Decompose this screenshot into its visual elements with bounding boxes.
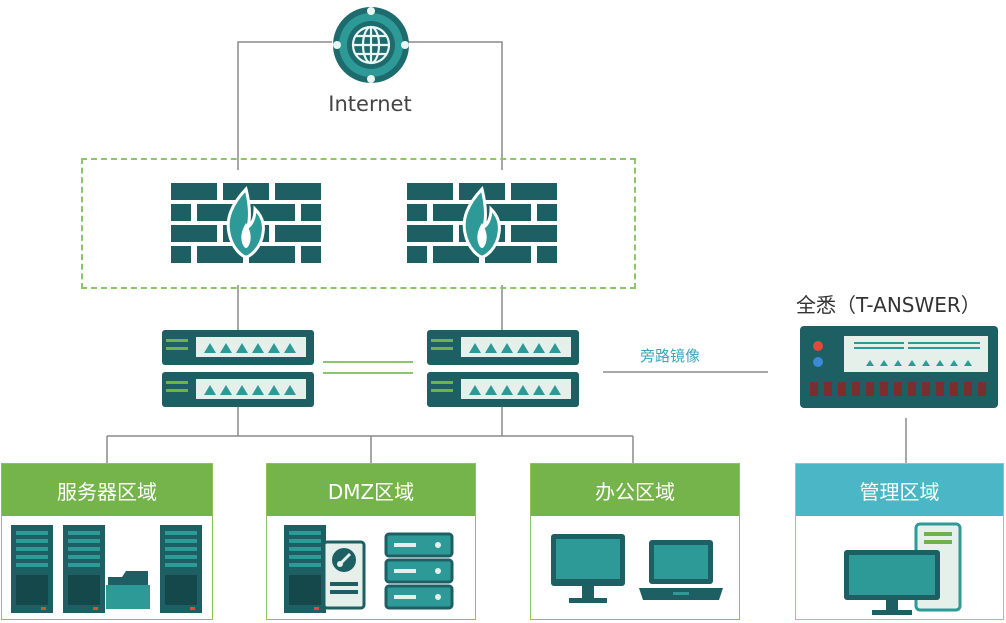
switch-stack-icon [162, 330, 314, 407]
switch-stack-icon [427, 330, 579, 407]
firewall-icon [171, 183, 321, 263]
mirror-link-label: 旁路镜像 [640, 347, 701, 365]
secure-server-icon [284, 525, 454, 613]
management-pc-icon [844, 522, 962, 615]
zone-management-title: 管理区域 [796, 464, 1003, 516]
zone-office-title: 办公区域 [531, 464, 739, 516]
firewall-icon [407, 183, 557, 263]
zone-office: 办公区域 [530, 463, 740, 620]
globe-icon [333, 7, 409, 83]
firewall-group [81, 158, 636, 289]
internet-label: Internet [328, 92, 412, 116]
zone-dmz-title: DMZ区域 [267, 464, 475, 516]
zone-management: 管理区域 [795, 463, 1004, 620]
zone-server-title: 服务器区域 [2, 464, 212, 516]
server-rack-icon [11, 525, 202, 613]
zone-dmz: DMZ区域 [266, 463, 476, 620]
zone-server: 服务器区域 [1, 463, 213, 620]
desktop-laptop-icon [551, 534, 723, 603]
t-answer-label: 全悉（T-ANSWER） [796, 293, 981, 317]
t-answer-appliance-icon [800, 326, 998, 408]
